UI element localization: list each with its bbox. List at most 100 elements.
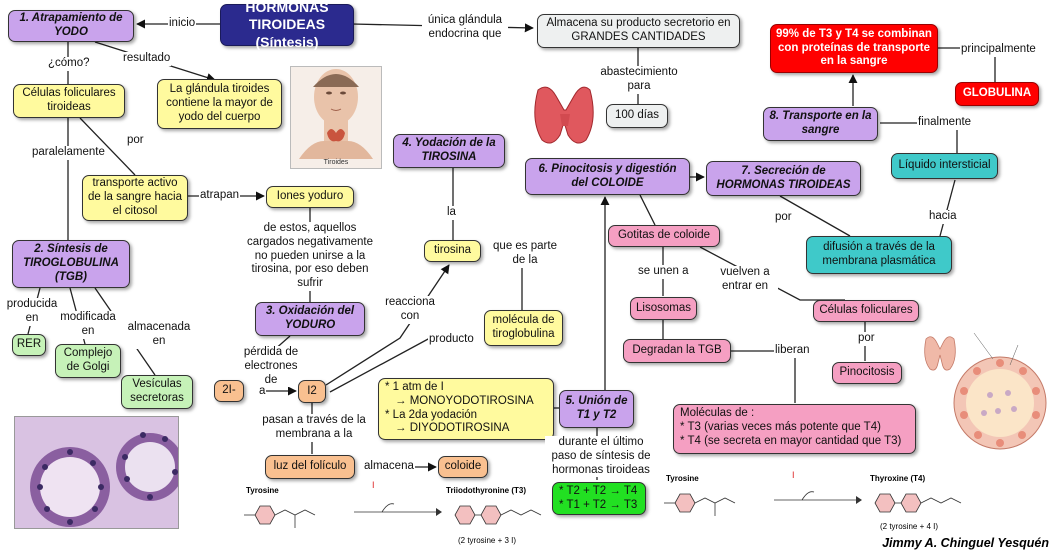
iodine-mark-1: I [372,480,375,490]
iodine-mark-2: I [792,470,795,480]
glandula-yodo-node: La glándula tiroides contiene la mayor d… [157,79,282,129]
transporte-activo-node: transporte activo de la sangre hacia el … [82,175,188,221]
cien-dias-node: 100 días [606,104,668,128]
globulina-node: GLOBULINA [955,82,1039,106]
label-modificada-en: modificada en [52,311,124,339]
yodacion-line-3: * La 2da yodación [385,408,478,421]
label-vuelven: vuelven a entrar en [712,266,778,294]
label-la: la [446,206,457,220]
neck-drawing [299,69,373,159]
label-almacena: almacena [363,460,415,474]
thyroid-neck-illustration: Tiroides [290,66,382,169]
molecula-tgb-node: molécula de tiroglobulina [484,310,563,346]
rer-node: RER [12,334,46,356]
label-como: ¿cómo? [47,57,91,71]
coloide-node: coloide [438,456,488,478]
label-reacciona: reacciona con [382,296,438,324]
tiroides-caption: Tiroides [323,159,349,166]
title-line-1: HORMONAS TIROIDEAS [245,0,329,33]
label-atrapan: atrapan [199,189,241,203]
step-3-oxidacion: 3. Oxidación del YODURO [255,302,365,336]
tyrosine-1-structure [244,505,316,528]
label-liberan: liberan [774,344,811,358]
histology-drawing [15,417,178,528]
label-durante: durante el último paso de síntesis de ho… [545,436,657,478]
t-union-line-2: * T1 + T2 → T3 [559,498,638,511]
thyroid-gland-illustration [534,86,594,144]
yodacion-line-1: * 1 atm de I [385,381,444,393]
arrow-to-t3 [354,503,442,516]
label-por-1: por [126,134,145,148]
tyrosine-to-t4-diagram: Tyrosine I Thyroxine (T4) (2 tyrosine + … [660,470,980,540]
i-minus-node: 2I- [214,380,244,402]
celulas-foliculares-2-node: Células foliculares [813,300,919,322]
step-7-secrecion: 7. Secreción de HORMONAS TIROIDEAS [706,161,861,196]
step-6-pinocitosis: 6. Pinocitosis y digestión del COLOIDE [525,158,690,195]
difusion-node: difusión a través de la membrana plasmát… [806,236,952,274]
follicle-diagram [918,325,1052,451]
label-inicio: inicio [168,17,197,31]
label-se-unen: se unen a [637,265,690,279]
label-paralelamente: paralelamente [31,146,106,160]
yodacion-line-2: → MONOYODOTIROSINA [395,394,534,407]
follicle-drawing [924,332,1047,450]
author-signature: Jimmy A. Chinguel Yesquén [882,536,1049,550]
title-line-2: (Síntesis) [255,33,319,50]
moleculas-line-3: * T4 (se secreta en mayor cantidad que T… [680,434,902,447]
label-por-2: por [857,332,876,346]
label-finalmente: finalmente [917,116,973,130]
histology-image [14,416,179,529]
tirosina-node: tirosina [424,240,481,262]
yodacion-line-4: → DIYODOTIROSINA [395,422,510,435]
label-resultado: resultado [122,52,172,66]
label-principalmente: principalmente [960,43,1037,57]
label-a: a [258,385,267,399]
label-pasan: pasan a través de la membrana a la [253,414,375,442]
step-8-transporte: 8. Transporte en la sangre [763,107,878,141]
label-hacia: hacia [928,210,958,224]
label-por-3: por [774,211,793,225]
moleculas-line-2: * T3 (varias veces más potente que T4) [680,420,881,433]
step-5-union: 5. Unión de T1 y T2 [559,390,634,428]
tyrosine-1-label: Tyrosine [246,486,279,495]
iones-yoduro-node: Iones yoduro [266,186,354,208]
tyrosine-2-label: Tyrosine [666,474,699,483]
celulas-foliculares-node: Células foliculares tiroideas [13,84,125,118]
t-union-line-1: * T2 + T2 → T4 [559,484,638,497]
step-2-tiroglobulina: 2. Síntesis de TIROGLOBULINA (TGB) [12,240,130,288]
i2-node: I2 [298,380,326,403]
label-que-es-parte: que es parte de la [490,240,560,268]
degradan-tgb-node: Degradan la TGB [623,339,731,363]
label-perdida: pérdida de electrones de [236,346,306,388]
t4-sub-label: (2 tyrosine + 4 I) [880,522,939,531]
t-union-node: * T2 + T2 → T4 * T1 + T2 → T3 [552,482,646,515]
label-abastecimiento: abastecimiento para [596,66,682,94]
yodacion-products-node: * 1 atm de I → MONOYODOTIROSINA * La 2da… [378,378,554,440]
step-1-atrapamiento: 1. Atrapamiento de YODO [8,10,134,42]
lisosomas-node: Lisosomas [630,297,697,320]
step-4-yodacion: 4. Yodación de la TIROSINA [393,134,505,168]
gotitas-coloide-node: Gotitas de coloide [608,225,720,247]
liquido-intersticial-node: Líquido intersticial [891,153,998,179]
t3-sub-label: (2 tyrosine + 3 I) [458,536,517,545]
moleculas-node: Moléculas de : * T3 (varias veces más po… [673,404,916,454]
tyrosine-to-t3-diagram: Tyrosine I Triiodothyronine (T3) (2 tyro… [240,480,560,550]
luz-foliculo-node: luz del folículo [265,455,355,479]
main-title: HORMONAS TIROIDEAS (Síntesis) [220,0,354,50]
t4-label: Thyroxine (T4) [870,474,926,483]
label-unica: única glándula endocrina que [422,14,508,42]
t3-structure [454,505,542,525]
noventa-nueve-node: 99% de T3 y T4 se combinan con proteínas… [770,24,938,73]
tyrosine-2-structure [664,493,736,516]
label-de-estos: de estos, aquellos cargados negativament… [243,222,377,291]
label-almacenada-en: almacenada en [122,321,196,349]
pinocitosis-node: Pinocitosis [832,362,902,384]
label-producto: producto [428,333,475,347]
moleculas-line-1: Moléculas de : [680,407,755,419]
golgi-node: Complejo de Golgi [55,344,121,378]
t3-label: Triiodothyronine (T3) [446,486,526,495]
almacena-cantidades-node: Almacena su producto secretorio en GRAND… [537,14,740,48]
arrow-to-t4 [774,491,862,504]
vesiculas-node: Vesículas secretoras [121,375,193,409]
t4-structure [874,493,962,513]
